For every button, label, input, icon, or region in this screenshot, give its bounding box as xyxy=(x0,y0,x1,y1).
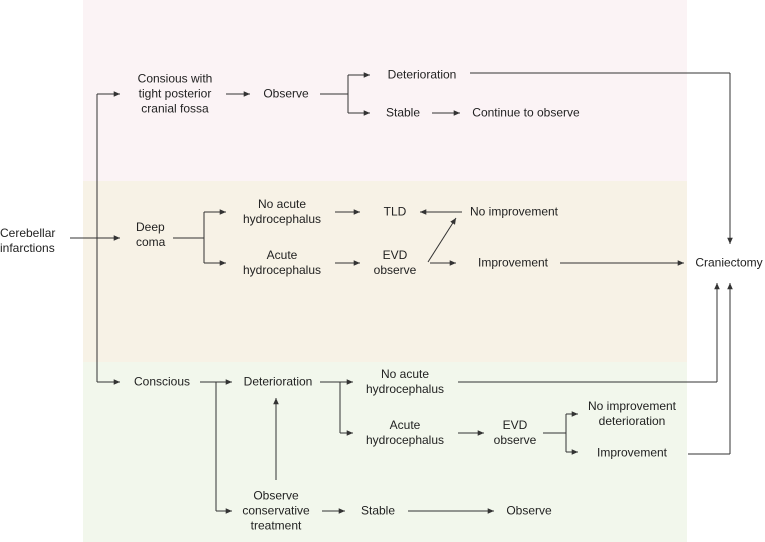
node-middle-acute-hydrocephalus: Acute hydrocephalus xyxy=(242,248,322,277)
node-middle-evd-observe: EVD observe xyxy=(373,248,417,277)
node-bottom-stable: Stable xyxy=(360,503,396,518)
band-deep-coma xyxy=(83,181,687,362)
node-middle-no-improvement: No improvement xyxy=(469,204,559,219)
node-bottom-evd-observe: EVD observe xyxy=(493,418,537,447)
node-top-deterioration: Deterioration xyxy=(387,67,457,82)
node-bottom-deterioration: Deterioration xyxy=(243,374,313,389)
node-cerebellar-infarctions: Cerebellar infarctions xyxy=(0,226,56,255)
node-conscious-tight-fossa: Consious with tight posterior cranial fo… xyxy=(137,71,213,116)
node-top-observe: Observe xyxy=(263,86,309,101)
node-tld: TLD xyxy=(383,204,407,219)
node-bottom-no-acute-hydrocephalus: No acute hydrocephalus xyxy=(365,367,445,396)
node-craniectomy: Craniectomy xyxy=(695,255,763,270)
node-bottom-observe: Observe xyxy=(506,503,552,518)
node-observe-conservative: Observe conservative treatment xyxy=(242,488,310,533)
node-middle-no-acute-hydrocephalus: No acute hydrocephalus xyxy=(242,197,322,226)
band-conscious xyxy=(83,362,687,542)
band-conscious-tight xyxy=(83,0,687,181)
node-conscious: Conscious xyxy=(133,374,191,389)
node-bottom-acute-hydrocephalus: Acute hydrocephalus xyxy=(365,418,445,447)
node-bottom-improvement: Improvement xyxy=(596,445,668,460)
node-continue-observe: Continue to observe xyxy=(472,105,580,120)
node-no-improvement-deterioration: No improvement deterioration xyxy=(587,399,677,428)
node-middle-improvement: Improvement xyxy=(477,255,549,270)
node-deep-coma: Deep coma xyxy=(136,220,166,249)
node-top-stable: Stable xyxy=(385,105,421,120)
